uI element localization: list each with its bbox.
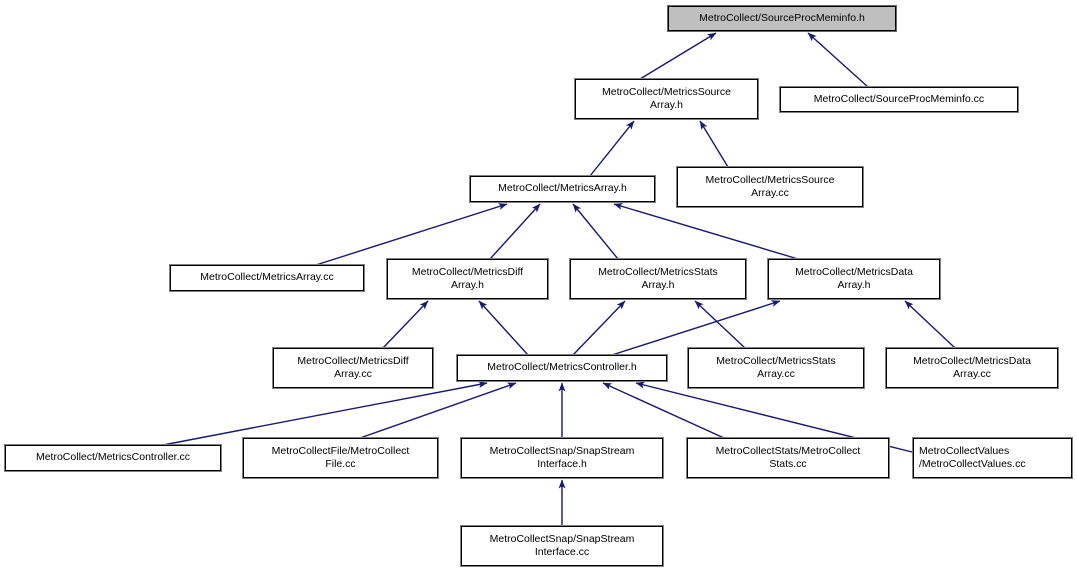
graph-node-label: MetroCollectStats/MetroCollect Stats.cc [715, 444, 861, 471]
graph-node[interactable]: MetroCollect/MetricsData Array.h [767, 258, 941, 300]
graph-node[interactable]: MetroCollect/MetricsStats Array.cc [687, 347, 865, 389]
graph-node[interactable]: MetroCollect/MetricsDiff Array.h [386, 258, 549, 300]
graph-node-label: MetroCollectSnap/SnapStream Interface.h [489, 444, 635, 471]
graph-node[interactable]: MetroCollect/MetricsStats Array.h [569, 258, 747, 300]
graph-node[interactable]: MetroCollect/MetricsArray.cc [169, 264, 365, 292]
graph-node[interactable]: MetroCollect/MetricsController.cc [4, 444, 222, 472]
graph-node[interactable]: MetroCollect/MetricsData Array.cc [885, 347, 1059, 389]
graph-node-label: MetroCollect/MetricsSource Array.h [602, 85, 731, 112]
graph-node[interactable]: MetroCollect/MetricsSource Array.cc [676, 166, 864, 208]
graph-node[interactable]: MetroCollectFile/MetroCollect File.cc [242, 437, 439, 479]
graph-edge [807, 32, 869, 88]
graph-node-label: MetroCollect/SourceProcMeminfo.cc [813, 92, 985, 105]
graph-edge [315, 203, 508, 266]
graph-edge [613, 203, 799, 260]
graph-edge [359, 382, 517, 439]
graph-node[interactable]: MetroCollect/SourceProcMeminfo.cc [779, 86, 1019, 113]
graph-node-label: MetroCollect/MetricsArray.h [498, 182, 627, 195]
graph-edge [602, 382, 725, 439]
graph-edge [489, 203, 541, 260]
graph-node-label: MetroCollect/MetricsDiff Array.cc [297, 354, 409, 381]
graph-node-label: MetroCollect/MetricsController.h [487, 361, 637, 374]
graph-edge [572, 203, 619, 260]
graph-node-label: MetroCollect/MetricsSource Array.cc [705, 173, 835, 200]
graph-node[interactable]: MetroCollectStats/MetroCollect Stats.cc [686, 437, 890, 479]
graph-node-label: MetroCollectValues /MetroCollectValues.c… [919, 444, 1026, 471]
graph-edge [478, 300, 529, 356]
graph-node[interactable]: MetroCollect/SourceProcMeminfo.h [667, 5, 897, 32]
graph-node-label: MetroCollect/MetricsDiff Array.h [411, 265, 524, 292]
graph-node-label: MetroCollect/MetricsData Array.cc [913, 354, 1031, 381]
graph-node-label: MetroCollectSnap/SnapStream Interface.cc [489, 532, 635, 559]
graph-edge [694, 300, 746, 349]
graph-edge [611, 300, 781, 356]
graph-edge [904, 300, 956, 349]
graph-node[interactable]: MetroCollect/MetricsController.h [456, 354, 668, 382]
graph-edge [589, 120, 635, 177]
graph-node-label: MetroCollect/MetricsStats Array.h [598, 265, 718, 292]
graph-edge [572, 300, 626, 356]
graph-node-label: MetroCollect/MetricsArray.cc [200, 271, 334, 284]
graph-node[interactable]: MetroCollectValues /MetroCollectValues.c… [912, 437, 1073, 479]
graph-edge [639, 32, 717, 80]
graph-node[interactable]: MetroCollectSnap/SnapStream Interface.h [460, 437, 664, 479]
graph-edge [162, 381, 488, 446]
graph-node-label: MetroCollect/SourceProcMeminfo.h [699, 11, 865, 24]
graph-node-label: MetroCollectFile/MetroCollect File.cc [271, 444, 410, 471]
graph-edge [382, 300, 429, 349]
graph-node[interactable]: MetroCollect/MetricsDiff Array.cc [272, 347, 434, 389]
graph-node[interactable]: MetroCollectSnap/SnapStream Interface.cc [460, 525, 664, 567]
graph-node[interactable]: MetroCollect/MetricsSource Array.h [574, 78, 759, 120]
graph-node-label: MetroCollect/MetricsData Array.h [795, 265, 913, 292]
graph-node-label: MetroCollect/MetricsStats Array.cc [716, 354, 836, 381]
graph-edge [699, 120, 729, 168]
graph-node[interactable]: MetroCollect/MetricsArray.h [469, 175, 656, 203]
graph-node-label: MetroCollect/MetricsController.cc [35, 451, 191, 464]
